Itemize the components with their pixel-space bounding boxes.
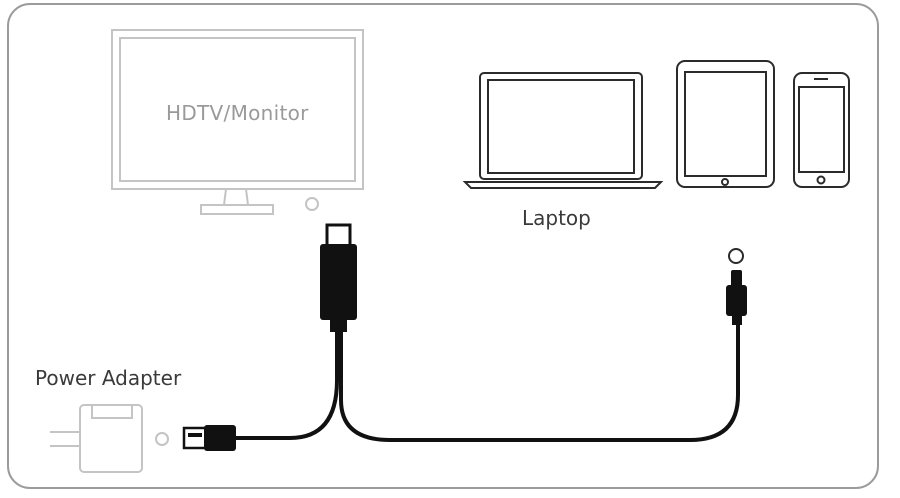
tv-monitor-icon	[111, 29, 364, 215]
usb-a-connector-icon	[182, 425, 236, 451]
hdmi-connector-icon	[320, 223, 357, 332]
laptop-icon	[462, 72, 664, 189]
lightning-connector-icon	[726, 248, 747, 325]
laptop-label: Laptop	[522, 206, 591, 230]
tv-monitor-label: HDTV/Monitor	[166, 101, 309, 125]
power-adapter-icon	[50, 404, 169, 473]
cable	[234, 322, 740, 442]
power-adapter-label: Power Adapter	[35, 366, 182, 390]
diagram-frame	[7, 3, 879, 489]
tablet-icon	[676, 60, 775, 188]
phone-icon	[793, 72, 850, 188]
